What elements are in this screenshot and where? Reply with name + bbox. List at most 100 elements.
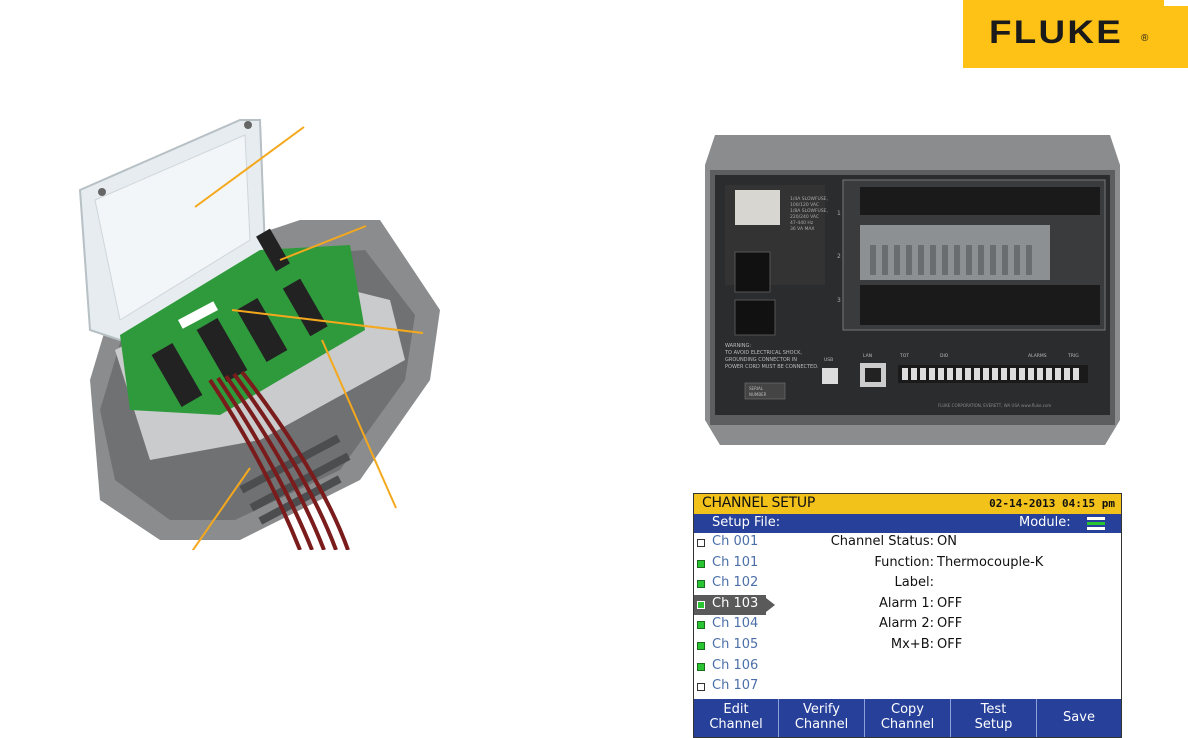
softkey-button[interactable]: Save xyxy=(1037,699,1121,737)
selection-highlight xyxy=(694,594,766,615)
logo-text: FLUKE xyxy=(989,14,1124,50)
field-key-cell: Alarm 2: xyxy=(794,616,934,636)
channel-row[interactable]: Ch 001 xyxy=(694,533,789,554)
channel-row[interactable]: Ch 105 xyxy=(694,636,789,657)
field-key-cell: Channel Status: xyxy=(794,534,934,554)
channel-label: Ch 107 xyxy=(712,678,759,694)
module-icon[interactable] xyxy=(1087,517,1105,530)
screen-title: CHANNEL SETUP xyxy=(702,495,815,511)
channel-status-checkbox[interactable] xyxy=(697,539,705,547)
slot-number-1: 1 xyxy=(837,210,841,217)
field-value: OFF xyxy=(937,616,963,632)
channel-label: Ch 105 xyxy=(712,637,759,652)
warning-line-1: WARNING: xyxy=(725,343,751,349)
channel-status-checkbox[interactable] xyxy=(697,662,705,671)
channel-status-checkbox[interactable] xyxy=(697,642,705,650)
channel-row[interactable]: Ch 104 xyxy=(694,615,789,636)
slot-number-2: 2 xyxy=(837,253,841,260)
softkey-line-1: Save xyxy=(1063,710,1095,725)
fuse-line-5: 47-440 Hz xyxy=(790,220,814,226)
softkey-line-2: Setup xyxy=(974,717,1013,732)
fuse-line-6: 36 VA MAX xyxy=(790,226,815,232)
setup-file-label: Setup File: xyxy=(712,515,781,530)
logo-registered-mark: ® xyxy=(1141,33,1149,44)
field-key: Label: xyxy=(894,575,934,591)
selection-arrow-icon xyxy=(766,597,775,612)
fluke-logo: FLUKE ® xyxy=(963,0,1188,68)
field-value: OFF xyxy=(937,637,963,652)
field-key-cell: Alarm 1: xyxy=(794,596,934,616)
tot-port-label: TOT xyxy=(899,353,909,359)
warning-line-2: TO AVOID ELECTRICAL SHOCK, xyxy=(724,350,802,356)
logo-corner-notch xyxy=(1164,0,1188,6)
field-key: Mx+B: xyxy=(890,637,934,652)
field-key: Alarm 1: xyxy=(878,595,934,611)
setup-file-bar: Setup File: Module: xyxy=(694,514,1121,533)
serial-label-2: NUMBER xyxy=(749,392,767,397)
channel-label: Ch 102 xyxy=(712,575,759,591)
channel-setup-screen: CHANNEL SETUP 02-14-2013 04:15 pm Setup … xyxy=(693,493,1122,738)
softkey-line-2: Channel xyxy=(709,717,763,732)
fuse-line-1: 1/4A SLOWFUSE, xyxy=(790,196,828,202)
channel-status-checkbox[interactable] xyxy=(697,600,705,609)
module-label: Module: xyxy=(1019,515,1071,530)
input-module-photo xyxy=(78,119,440,550)
channel-status-checkbox[interactable] xyxy=(697,580,705,589)
channel-status-checkbox[interactable] xyxy=(697,559,705,568)
field-value-cell[interactable]: OFF xyxy=(937,616,1117,636)
channel-status-checkbox[interactable] xyxy=(697,621,705,630)
usb-port-label: USB xyxy=(824,357,833,363)
channel-label: Ch 106 xyxy=(712,657,759,673)
lan-port-label: LAN xyxy=(863,353,872,359)
channel-label: Ch 001 xyxy=(712,534,759,549)
field-key: Channel Status: xyxy=(830,534,934,549)
fuse-line-2: 100/120 VAC xyxy=(790,202,819,208)
field-value: OFF xyxy=(937,595,963,611)
channel-row[interactable]: Ch 103 xyxy=(694,594,789,616)
channel-row[interactable]: Ch 106 xyxy=(694,657,789,678)
field-value-cell[interactable]: Thermocouple-K xyxy=(937,555,1117,575)
channel-label: Ch 104 xyxy=(712,616,759,632)
rear-footer-text: FLUKE CORPORATION, EVERETT, WA USA www.f… xyxy=(938,403,1051,408)
field-value: ON xyxy=(937,534,957,549)
softkey-line-1: Edit xyxy=(723,702,749,717)
softkey-line-1: Verify xyxy=(803,702,840,717)
channel-list: Ch 001 Ch 101 Ch 102 Ch 103 Ch 104 Ch 105 Ch 1… xyxy=(694,533,1121,699)
field-value-cell[interactable]: ON xyxy=(937,534,1117,554)
serial-label-1: SERIAL xyxy=(749,386,764,391)
softkey-line-1: Copy xyxy=(891,702,924,717)
channel-status-checkbox[interactable] xyxy=(697,683,705,692)
trig-port-label: TRIG xyxy=(1067,353,1079,359)
warning-line-4: POWER CORD MUST BE CONNECTED. xyxy=(725,364,819,370)
channel-row[interactable]: Ch 101 xyxy=(694,554,789,575)
field-key: Alarm 2: xyxy=(878,616,934,632)
channel-row[interactable]: Ch 102 xyxy=(694,574,789,595)
field-value-cell[interactable] xyxy=(937,575,1117,595)
softkey-line-1: Test xyxy=(980,702,1007,717)
field-value-cell[interactable]: OFF xyxy=(937,596,1117,616)
field-key-cell: Mx+B: xyxy=(794,637,934,657)
field-key-cell: Label: xyxy=(794,575,934,595)
fuse-line-4: 220/240 VAC xyxy=(790,214,819,220)
field-value: Thermocouple-K xyxy=(937,554,1044,570)
rear-panel-photo: 1/4A SLOWFUSE, 100/120 VAC 1/8A SLOWFUSE… xyxy=(700,125,1125,450)
fuse-line-3: 1/8A SLOWFUSE, xyxy=(790,208,828,214)
datetime: 02-14-2013 04:15 pm xyxy=(989,497,1115,510)
channel-label: Ch 103 xyxy=(712,595,759,611)
title-bar: CHANNEL SETUP 02-14-2013 04:15 pm xyxy=(694,494,1121,514)
channel-label: Ch 101 xyxy=(712,554,759,570)
warning-line-3: GROUNDING CONNECTOR IN xyxy=(725,357,797,363)
alarms-port-label: ALARMS xyxy=(1028,353,1047,359)
softkey-line-2: Channel xyxy=(880,717,935,732)
softkey-line-2: Channel xyxy=(794,717,849,732)
field-key-cell: Function: xyxy=(794,555,934,575)
channel-row[interactable]: Ch 107 xyxy=(694,677,789,698)
field-key: Function: xyxy=(874,554,934,570)
slot-number-3: 3 xyxy=(837,297,841,304)
field-value-cell[interactable]: OFF xyxy=(937,637,1117,657)
